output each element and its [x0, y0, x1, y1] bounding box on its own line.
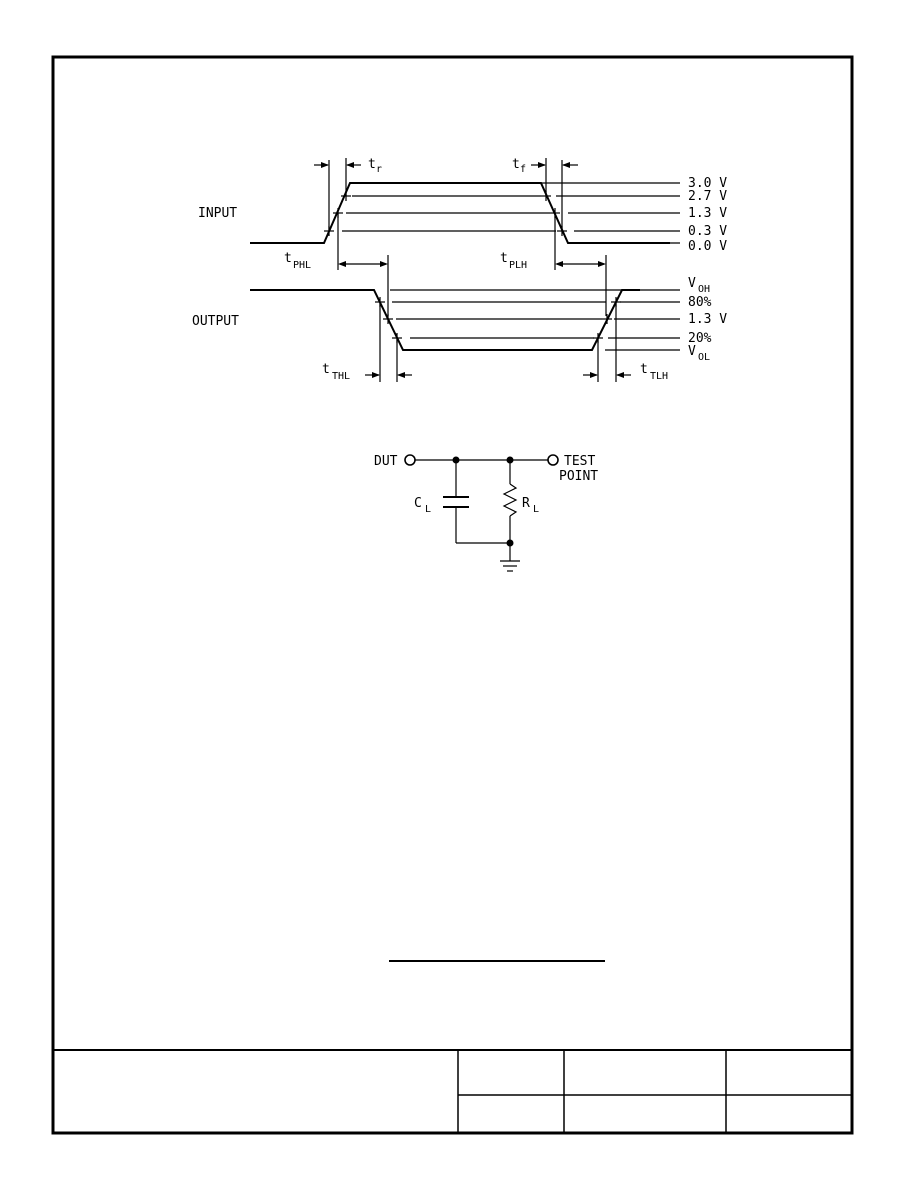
tthl-markers [365, 302, 412, 382]
tf-markers [531, 158, 578, 231]
cl-label: C [414, 496, 422, 511]
test-point-label-1: TEST [564, 454, 595, 469]
dut-label: DUT [374, 454, 398, 469]
resistor-rl [502, 460, 518, 543]
output-label: OUTPUT [192, 314, 239, 329]
level-0v3: 0.3 V [688, 224, 727, 239]
tplh-markers [554, 213, 607, 316]
title-block [53, 1049, 852, 1133]
load-circuit: DUT TEST POINT C L R L [374, 454, 598, 572]
ttlh-label-sub: TLH [650, 371, 668, 382]
capacitor-cl [443, 460, 510, 544]
sheet-border [51, 55, 854, 1135]
cl-label-sub: L [425, 504, 431, 515]
output-edge-ticks [375, 297, 621, 343]
dut-terminal [404, 454, 416, 466]
level-1v3: 1.3 V [688, 206, 727, 221]
tphl-label: t [284, 251, 292, 266]
input-label: INPUT [198, 206, 237, 221]
level-80pct: 80% [688, 295, 712, 310]
test-point-label-2: POINT [559, 469, 598, 484]
tphl-markers [337, 213, 389, 316]
tphl-label-sub: PHL [293, 260, 311, 271]
tplh-label-sub: PLH [509, 260, 527, 271]
ground-symbol [500, 543, 520, 572]
tr-label-sub: r [376, 164, 382, 175]
output-waveform [250, 289, 640, 351]
level-20pct: 20% [688, 331, 712, 346]
tthl-label: t [322, 362, 330, 377]
level-vol-sub: OL [698, 352, 710, 363]
level-voh: V [688, 276, 696, 291]
level-2v7: 2.7 V [688, 189, 727, 204]
ttlh-markers [583, 302, 631, 382]
tf-label-sub: f [520, 164, 526, 175]
tr-markers [314, 158, 361, 231]
level-vol: V [688, 344, 696, 359]
level-voh-sub: OH [698, 284, 710, 295]
level-3v0: 3.0 V [688, 176, 727, 191]
level-out-1v3: 1.3 V [688, 312, 727, 327]
tf-label: t [512, 157, 520, 172]
rl-label-sub: L [533, 504, 539, 515]
rl-label: R [522, 496, 530, 511]
tr-label: t [368, 157, 376, 172]
tthl-label-sub: THL [332, 371, 350, 382]
ttlh-label: t [640, 362, 648, 377]
level-0v0: 0.0 V [688, 239, 727, 254]
tplh-label: t [500, 251, 508, 266]
test-point-terminal [547, 454, 559, 466]
timing-diagram: INPUT OUTPUT 3.0 V 2.7 V 1.3 V 0.3 V 0.0… [192, 157, 727, 382]
